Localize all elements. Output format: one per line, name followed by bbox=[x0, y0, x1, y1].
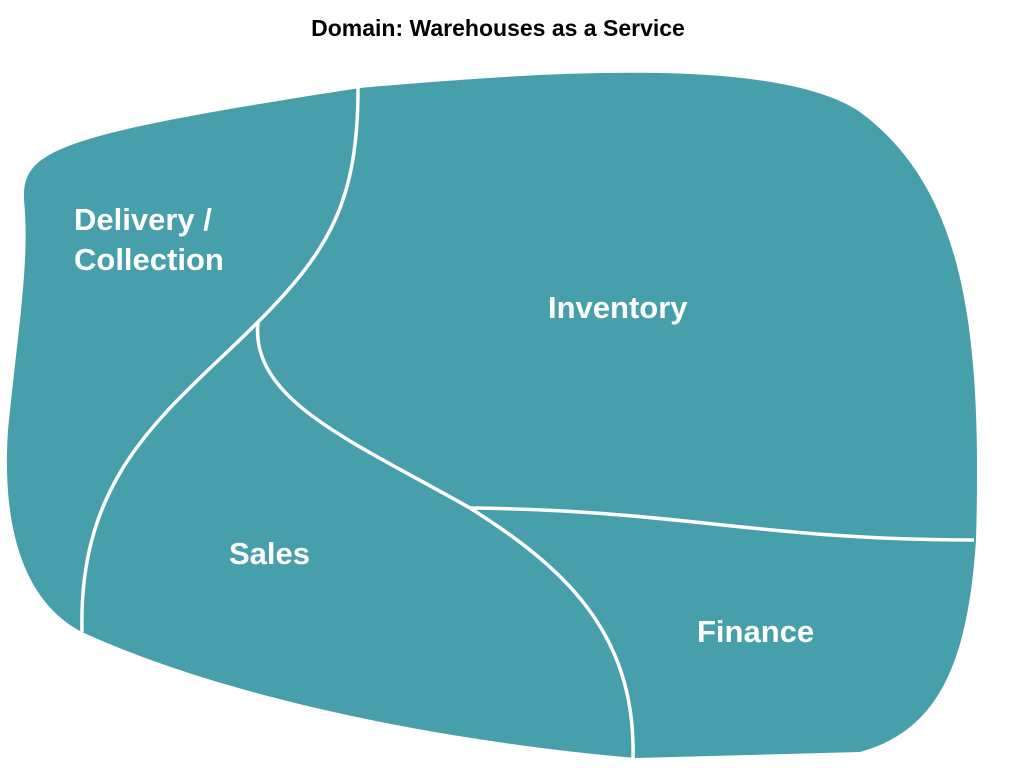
boundary-inventory-sales bbox=[255, 321, 471, 510]
subdomain-label-sales: Sales bbox=[229, 536, 310, 571]
diagram-title: Domain: Warehouses as a Service bbox=[311, 15, 685, 41]
boundary-delivery bbox=[80, 87, 360, 633]
subdomain-label-delivery-line2: Collection bbox=[74, 242, 224, 277]
subdomain-label-delivery-line1: Delivery / bbox=[74, 202, 212, 237]
subdomain-label-delivery: Delivery / Collection bbox=[74, 202, 224, 277]
subdomain-label-finance: Finance bbox=[697, 614, 814, 649]
boundary-inventory-finance bbox=[469, 506, 975, 542]
subdomain-label-inventory: Inventory bbox=[548, 290, 688, 325]
domain-area bbox=[6, 72, 978, 758]
boundary-sales-finance bbox=[469, 506, 635, 759]
